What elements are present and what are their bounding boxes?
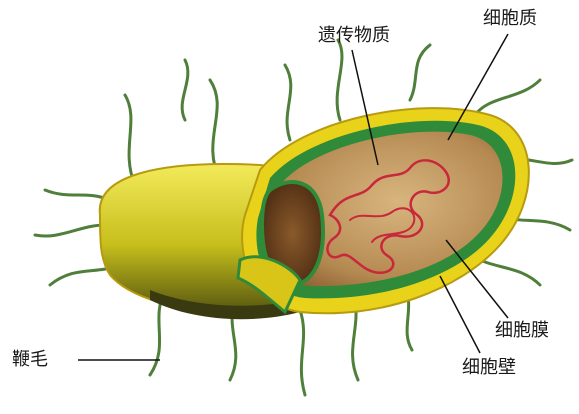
label-flagellum: 鞭毛 [12, 351, 48, 369]
leader-line-cell-wall [440, 276, 480, 353]
flagellum [475, 80, 540, 115]
flagellum [410, 45, 430, 100]
flagellum [285, 65, 291, 140]
label-cytoplasm: 细胞质 [483, 10, 537, 28]
flagellum [182, 60, 188, 120]
flagellum [300, 310, 305, 395]
flagellum [337, 40, 342, 120]
flagellum [125, 95, 135, 185]
label-cell-membrane: 细胞膜 [495, 322, 549, 340]
flagellum [45, 190, 110, 200]
flagellum [35, 225, 105, 236]
label-cell-wall: 细胞壁 [462, 359, 516, 377]
label-genetic-material: 遗传物质 [318, 27, 390, 45]
